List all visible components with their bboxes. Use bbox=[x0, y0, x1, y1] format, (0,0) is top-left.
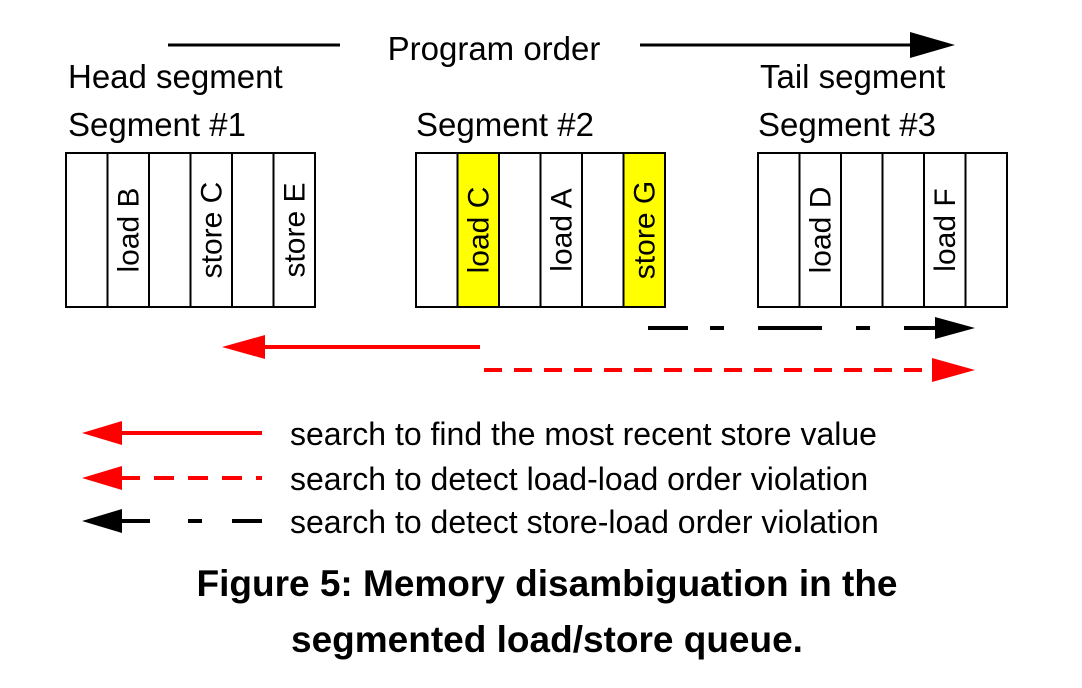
segment-2-cell-1 bbox=[415, 152, 459, 308]
segment-2-cell-2-label: load C bbox=[462, 187, 495, 274]
segment-1-cell-5 bbox=[231, 152, 275, 308]
caption-line-2: segmented load/store queue. bbox=[291, 619, 803, 660]
store-value-arrowhead bbox=[222, 335, 265, 359]
segment-2-cell-6-label: store G bbox=[628, 181, 661, 279]
segment-3-cell-5-label: load F bbox=[929, 188, 962, 271]
legend-red-solid-arrowhead bbox=[82, 421, 122, 445]
load-load-arrowhead bbox=[932, 358, 975, 382]
segment-3-cell-1 bbox=[757, 152, 801, 308]
segment-3-cell-4 bbox=[881, 152, 925, 308]
legend-text-1: search to find the most recent store val… bbox=[290, 416, 877, 452]
segment-1-cell-6 bbox=[272, 152, 316, 308]
legend-black-arrowhead bbox=[82, 509, 122, 533]
caption-line-1: Figure 5: Memory disambiguation in the bbox=[196, 563, 897, 604]
segment-1-cell-1 bbox=[65, 152, 109, 308]
segment-3-cell-2-label: load D bbox=[804, 187, 837, 274]
segment-2-cell-4-label: load A bbox=[545, 188, 578, 271]
segment-3-title: Segment #3 bbox=[758, 106, 936, 143]
segment-3-cell-3 bbox=[840, 152, 884, 308]
segment-1-cell-2-label: load B bbox=[112, 187, 145, 272]
segment-1-title-top: Head segment bbox=[68, 58, 283, 95]
legend-text-3: search to detect store-load order violat… bbox=[290, 504, 879, 540]
segment-1-title: Segment #1 bbox=[68, 106, 246, 143]
segment-3-cell-2 bbox=[798, 152, 842, 308]
segment-2-cell-6 bbox=[622, 152, 666, 308]
legend-text-2: search to detect load-load order violati… bbox=[290, 461, 868, 497]
segment-1-cell-4-label: store C bbox=[195, 182, 228, 279]
segment-boxes: load B store C store E load C load A store G l… bbox=[65, 152, 1008, 308]
segment-3-cell-5 bbox=[923, 152, 967, 308]
segment-2-title: Segment #2 bbox=[416, 106, 594, 143]
segment-3-title-top: Tail segment bbox=[760, 58, 945, 95]
segment-2-cell-2 bbox=[456, 152, 500, 308]
segment-2-cell-3 bbox=[498, 152, 542, 308]
legend-red-dashed-arrowhead bbox=[82, 466, 122, 490]
segment-3-cell-6 bbox=[964, 152, 1008, 308]
segment-1-cell-3 bbox=[148, 152, 192, 308]
store-load-arrowhead bbox=[935, 317, 975, 339]
segment-1-cell-6-label: store E bbox=[278, 182, 311, 277]
program-order-label: Program order bbox=[388, 30, 601, 67]
program-order-arrowhead bbox=[910, 32, 955, 58]
segment-2-cell-5 bbox=[581, 152, 625, 308]
